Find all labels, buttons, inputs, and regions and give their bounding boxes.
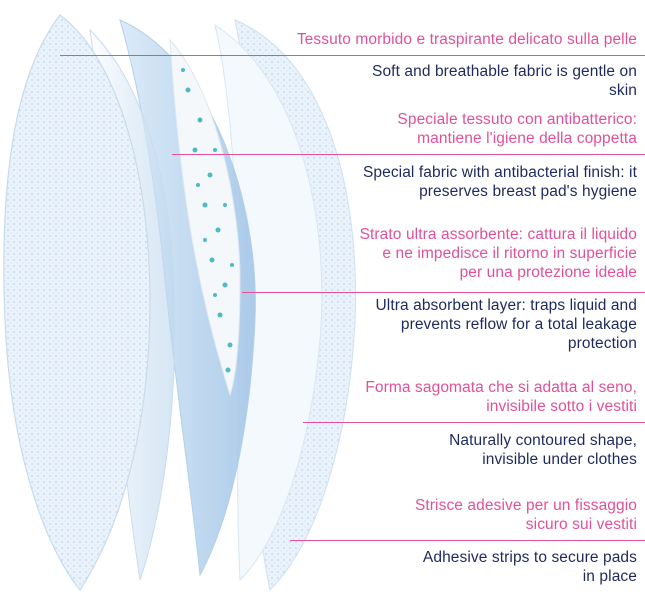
- callout-line-2: [172, 154, 645, 155]
- callout-line-5: [290, 540, 645, 541]
- feature-3-italian: Strato ultra assorbente: cattura il liqu…: [357, 225, 637, 282]
- feature-5-english: Adhesive strips to secure pads in place: [407, 548, 637, 586]
- callout-line-3: [242, 292, 645, 293]
- feature-4-italian: Forma sagomata che si adatta al seno, in…: [342, 378, 637, 416]
- feature-4-english: Naturally contoured shape, invisible und…: [407, 431, 637, 469]
- feature-2-italian: Speciale tessuto con antibatterico: mant…: [367, 110, 637, 148]
- feature-1-italian: Tessuto morbido e traspirante delicato s…: [257, 30, 637, 49]
- callout-line-1: [60, 55, 645, 56]
- feature-1-english: Soft and breathable fabric is gentle on …: [357, 62, 637, 100]
- feature-3-english: Ultra absorbent layer: traps liquid and …: [352, 296, 637, 353]
- callout-line-4: [303, 422, 645, 423]
- feature-5-italian: Strisce adesive per un fissaggio sicuro …: [407, 496, 637, 534]
- feature-2-english: Special fabric with antibacterial finish…: [352, 163, 637, 201]
